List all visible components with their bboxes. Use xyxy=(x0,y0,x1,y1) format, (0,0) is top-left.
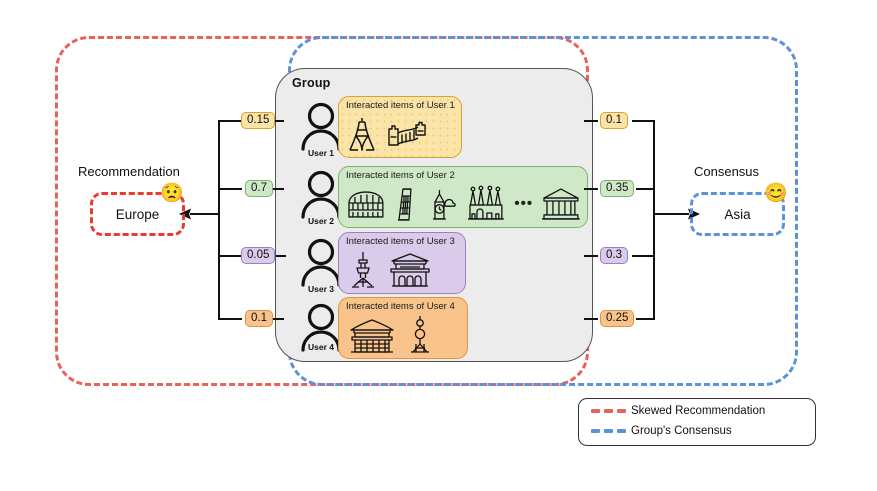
legend-panel: Skewed Recommendation Group's Consensus xyxy=(578,398,816,446)
oriental-pearl-tower-icon xyxy=(411,315,429,353)
user-avatar-icon xyxy=(301,238,341,287)
user-name-label: User 4 xyxy=(308,342,334,352)
user-weight-badge: 0.1 xyxy=(245,310,273,327)
consensus-box: Asia xyxy=(690,192,785,236)
tree-wire xyxy=(632,120,654,122)
consensus-caption: Consensus xyxy=(694,164,760,179)
tree-wire xyxy=(218,188,242,190)
user-weight-badge: 0.3 xyxy=(600,247,628,264)
tree-wire xyxy=(584,255,598,257)
big-ben-icon xyxy=(432,189,456,220)
chinese-temple-icon xyxy=(350,318,394,353)
group-label: Group xyxy=(292,76,331,90)
dot-texture xyxy=(339,97,461,157)
smiling-face-emoji: 😊 xyxy=(764,183,788,204)
user-weight-badge: 0.1 xyxy=(600,112,628,129)
legend-label: Skewed Recommendation xyxy=(631,405,766,417)
legend-swatch-consensus xyxy=(591,429,626,433)
recommendation-arrow-shaft xyxy=(190,213,220,215)
user-weight-badge: 0.25 xyxy=(600,310,635,327)
user-avatar-icon xyxy=(301,102,341,151)
user-avatar-icon xyxy=(301,170,341,219)
user-items-box: Interacted items of User 2 xyxy=(338,166,588,228)
great-wall-icon xyxy=(388,121,426,146)
user-name-label: User 1 xyxy=(308,148,334,158)
legend-swatch-skewed xyxy=(591,409,626,413)
user-items-caption: Interacted items of User 2 xyxy=(346,170,455,181)
user-items-icons xyxy=(345,114,455,153)
user-items-box: Interacted items of User 1 xyxy=(338,96,462,158)
tree-wire xyxy=(218,255,242,257)
tree-wire xyxy=(636,188,654,190)
user-weight-badge: 0.35 xyxy=(600,180,635,197)
tree-wire xyxy=(636,318,654,320)
user-items-icons xyxy=(345,250,459,289)
user-avatar-icon xyxy=(301,303,341,352)
recommendation-caption: Recommendation xyxy=(78,164,180,179)
user-weight-badge: 0.15 xyxy=(241,112,276,129)
tree-wire xyxy=(218,120,242,122)
tree-wire xyxy=(272,120,284,122)
recommendation-arrow-head xyxy=(179,208,191,220)
user-items-icons: ••• xyxy=(345,184,581,223)
tree-spine xyxy=(218,120,220,320)
tree-wire xyxy=(632,255,654,257)
user-items-icons xyxy=(345,315,461,354)
tree-wire xyxy=(268,318,284,320)
worried-face-emoji: 😟 xyxy=(160,183,184,204)
parthenon-icon xyxy=(542,187,581,220)
tree-wire xyxy=(218,318,242,320)
user-items-caption: Interacted items of User 3 xyxy=(346,236,455,247)
user-items-box: Interacted items of User 3 xyxy=(338,232,466,294)
gyeongbokgung-gate-icon xyxy=(390,252,430,287)
user-items-box: Interacted items of User 4 xyxy=(338,297,468,359)
consensus-arrow-shaft xyxy=(653,213,689,215)
tree-wire xyxy=(584,188,598,190)
sagrada-familia-icon xyxy=(467,185,504,220)
tree-spine xyxy=(653,120,655,320)
user-weight-badge: 0.7 xyxy=(245,180,273,197)
tree-wire xyxy=(276,255,286,257)
user-items-caption: Interacted items of User 1 xyxy=(346,100,455,111)
leaning-tower-of-pisa-icon xyxy=(397,187,412,221)
legend-label: Group's Consensus xyxy=(631,425,732,437)
ellipsis-glyph: ••• xyxy=(514,195,534,212)
user-weight-badge: 0.05 xyxy=(241,247,276,264)
recommendation-box: Europe xyxy=(90,192,185,236)
tree-wire xyxy=(584,120,598,122)
legend-item: Skewed Recommendation xyxy=(591,405,765,417)
legend-item: Group's Consensus xyxy=(591,425,732,437)
n-seoul-tower-icon xyxy=(352,251,374,288)
tree-wire xyxy=(218,213,220,215)
colosseum-icon xyxy=(348,190,384,218)
user-items-caption: Interacted items of User 4 xyxy=(346,301,455,312)
eiffel-tower-icon xyxy=(349,117,375,151)
tree-wire xyxy=(268,188,284,190)
tree-wire xyxy=(584,318,598,320)
user-name-label: User 3 xyxy=(308,284,334,294)
user-name-label: User 2 xyxy=(308,216,334,226)
